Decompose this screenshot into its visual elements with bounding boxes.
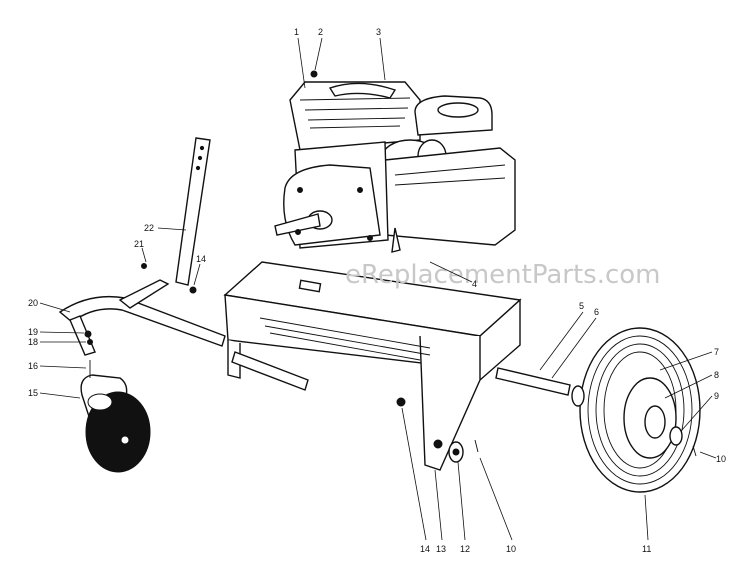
callout-10-right: 10: [716, 454, 726, 464]
callouts: 1 2 3 4 5 6 7 8 9 10 10 11 12 13 14 14 1…: [28, 27, 726, 554]
leader-lines: [39, 37, 717, 541]
frame-plate: [223, 261, 522, 471]
front-axle: [58, 279, 226, 356]
callout-10-bottom: 10: [506, 544, 516, 554]
callout-9: 9: [714, 391, 719, 401]
callout-11: 11: [642, 544, 651, 554]
callout-14-top: 14: [196, 254, 206, 264]
watermark-text: eReplacementParts.com: [345, 260, 661, 290]
callout-21: 21: [134, 239, 144, 249]
callout-18: 18: [28, 337, 38, 347]
callout-6: 6: [594, 307, 599, 317]
callout-2: 2: [318, 27, 323, 37]
axle-rods: [231, 351, 571, 407]
callout-14-bottom: 14: [420, 544, 430, 554]
handle-bar: [141, 137, 211, 294]
callout-15: 15: [28, 388, 38, 398]
callout-5: 5: [579, 301, 584, 311]
callout-16: 16: [28, 361, 38, 371]
engine: [274, 70, 516, 253]
callout-8: 8: [714, 370, 719, 380]
rear-wheel: [448, 327, 701, 493]
callout-1: 1: [294, 27, 299, 37]
callout-19: 19: [28, 327, 38, 337]
callout-22: 22: [144, 223, 154, 233]
callout-12: 12: [460, 544, 470, 554]
caster-wheel: [80, 360, 151, 473]
callout-7: 7: [714, 347, 719, 357]
callout-20: 20: [28, 298, 38, 308]
callout-3: 3: [376, 27, 381, 37]
callout-4: 4: [472, 279, 477, 289]
callout-13: 13: [436, 544, 446, 554]
